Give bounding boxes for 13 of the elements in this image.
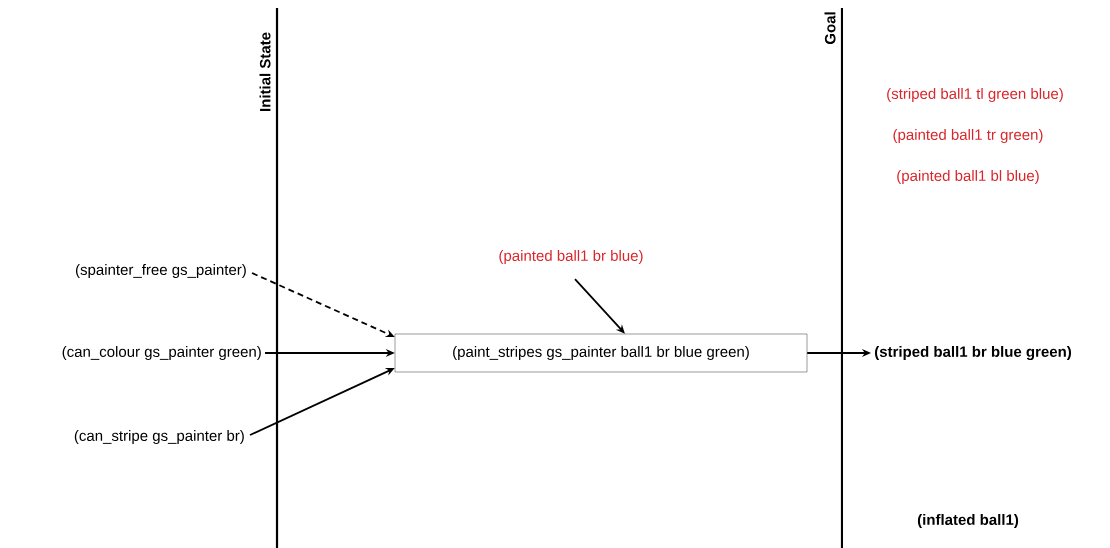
state-fact: (can_stripe gs_painter br): [74, 430, 244, 444]
arrow: [574, 278, 625, 334]
goal-fact: (striped ball1 br blue green): [875, 345, 1071, 360]
goal-fact: (painted ball1 bl blue): [897, 170, 1039, 184]
goal-fact: (painted ball1 tr green): [893, 129, 1043, 143]
axis-heading: Initial State: [259, 32, 271, 111]
effect-text: (painted ball1 br blue): [499, 250, 643, 264]
axis-heading: Goal: [824, 12, 836, 45]
state-fact: (can_colour gs_painter green): [62, 346, 261, 360]
goal-fact: (inflated ball1): [917, 514, 1019, 528]
action-box: (paint_stripes gs_painter ball1 br blue green): [394, 333, 808, 373]
state-fact: (spainter_free gs_painter): [76, 264, 246, 278]
goal-fact: (striped ball1 tl green blue): [887, 88, 1063, 102]
